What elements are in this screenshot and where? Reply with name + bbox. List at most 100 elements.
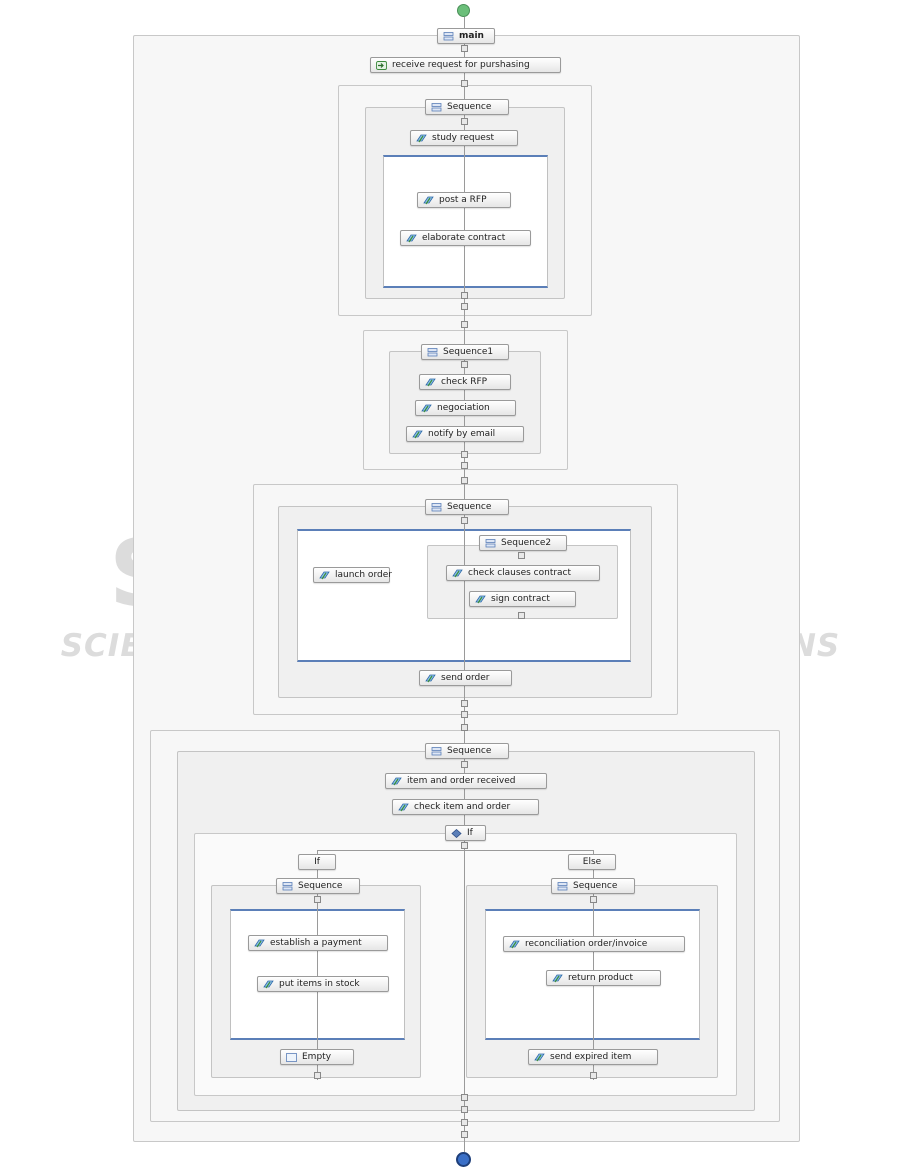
invoke-icon (406, 234, 417, 242)
connector (461, 1094, 468, 1101)
if-diamond-icon (451, 828, 462, 838)
invoke-icon (425, 674, 436, 682)
sequence1-label: Sequence1 (443, 347, 494, 357)
sequence-icon (427, 347, 438, 356)
empty-node[interactable]: Empty (280, 1049, 354, 1065)
else-branch-node[interactable]: Else (568, 854, 616, 870)
connector (461, 842, 468, 849)
send-order-label: send order (441, 673, 490, 683)
return-product-node[interactable]: return product (546, 970, 661, 986)
if-branch-node[interactable]: If (298, 854, 336, 870)
check-item-order-label: check item and order (414, 802, 511, 812)
sequence-c-label: Sequence (447, 746, 492, 756)
check-clauses-contract-node[interactable]: check clauses contract (446, 565, 600, 581)
sequence-icon (431, 502, 442, 511)
invoke-icon (254, 939, 265, 947)
connector (461, 451, 468, 458)
invoke-icon (263, 980, 274, 988)
sequence2-label: Sequence2 (501, 538, 552, 548)
launch-order-node[interactable]: launch order (313, 567, 392, 583)
check-clauses-contract-label: check clauses contract (468, 568, 572, 578)
send-expired-item-label: send expired item (550, 1052, 632, 1062)
connector (461, 517, 468, 524)
else-branch-line (593, 850, 594, 1080)
send-expired-item-node[interactable]: send expired item (528, 1049, 658, 1065)
invoke-icon (319, 571, 330, 579)
post-rfp-label: post a RFP (439, 195, 487, 205)
receive-label: receive request for purshasing (392, 60, 530, 70)
post-rfp-node[interactable]: post a RFP (417, 192, 511, 208)
sequence-icon (431, 102, 442, 111)
check-rfp-label: check RFP (441, 377, 488, 387)
sequence-icon (485, 538, 496, 547)
sequence-b-label: Sequence (447, 502, 492, 512)
end-event (456, 1152, 471, 1167)
if-branch-line (317, 850, 318, 1080)
sequence-a-node[interactable]: Sequence (425, 99, 509, 115)
study-request-node[interactable]: study request (410, 130, 518, 146)
invoke-icon (412, 430, 423, 438)
connector (461, 321, 468, 328)
connector (461, 700, 468, 707)
invoke-icon (416, 134, 427, 142)
connector (314, 896, 321, 903)
sign-contract-node[interactable]: sign contract (469, 591, 576, 607)
negociation-label: negociation (437, 403, 490, 413)
sequence-icon (443, 31, 454, 40)
negociation-node[interactable]: negociation (415, 400, 516, 416)
return-product-label: return product (568, 973, 633, 983)
invoke-icon (475, 595, 486, 603)
establish-payment-label: establish a payment (270, 938, 362, 948)
sequence-icon (282, 881, 293, 890)
connector (461, 80, 468, 87)
notify-by-email-label: notify by email (428, 429, 496, 439)
connector (461, 711, 468, 718)
sequence1-node[interactable]: Sequence1 (421, 344, 509, 360)
item-order-received-label: item and order received (407, 776, 516, 786)
sequence2-node[interactable]: Sequence2 (479, 535, 567, 551)
main-label: main (459, 31, 484, 41)
item-order-received-node[interactable]: item and order received (385, 773, 547, 789)
if-label: If (467, 828, 473, 838)
launch-order-label: launch order (335, 570, 392, 580)
sequence-b-node[interactable]: Sequence (425, 499, 509, 515)
invoke-icon (509, 940, 520, 948)
sign-contract-label: sign contract (491, 594, 550, 604)
invoke-icon (552, 974, 563, 982)
check-rfp-node[interactable]: check RFP (419, 374, 511, 390)
receive-icon (376, 60, 387, 70)
check-item-order-node[interactable]: check item and order (392, 799, 539, 815)
send-order-node[interactable]: send order (419, 670, 512, 686)
connector (461, 45, 468, 52)
sequence-else-node[interactable]: Sequence (551, 878, 635, 894)
establish-payment-node[interactable]: establish a payment (248, 935, 388, 951)
invoke-icon (398, 803, 409, 811)
connector (461, 118, 468, 125)
connector (461, 1106, 468, 1113)
main-node[interactable]: main (437, 28, 495, 44)
sequence-else-label: Sequence (573, 881, 618, 891)
sequence-if-node[interactable]: Sequence (276, 878, 360, 894)
invoke-icon (534, 1053, 545, 1061)
connector (461, 477, 468, 484)
elaborate-contract-label: elaborate contract (422, 233, 506, 243)
connector (590, 896, 597, 903)
if-branch-label: If (314, 857, 320, 867)
connector (518, 552, 525, 559)
reconciliation-node[interactable]: reconciliation order/invoice (503, 936, 685, 952)
connector (461, 1119, 468, 1126)
notify-by-email-node[interactable]: notify by email (406, 426, 524, 442)
connector (590, 1072, 597, 1079)
if-split-line (317, 850, 594, 851)
connector (461, 361, 468, 368)
connector (461, 303, 468, 310)
flow-line-main (464, 17, 465, 1152)
receive-request-node[interactable]: receive request for purshasing (370, 57, 561, 73)
empty-label: Empty (302, 1052, 332, 1062)
elaborate-contract-node[interactable]: elaborate contract (400, 230, 531, 246)
sequence-if-label: Sequence (298, 881, 343, 891)
connector (461, 724, 468, 731)
put-items-stock-node[interactable]: put items in stock (257, 976, 389, 992)
sequence-c-node[interactable]: Sequence (425, 743, 509, 759)
if-node[interactable]: If (445, 825, 486, 841)
